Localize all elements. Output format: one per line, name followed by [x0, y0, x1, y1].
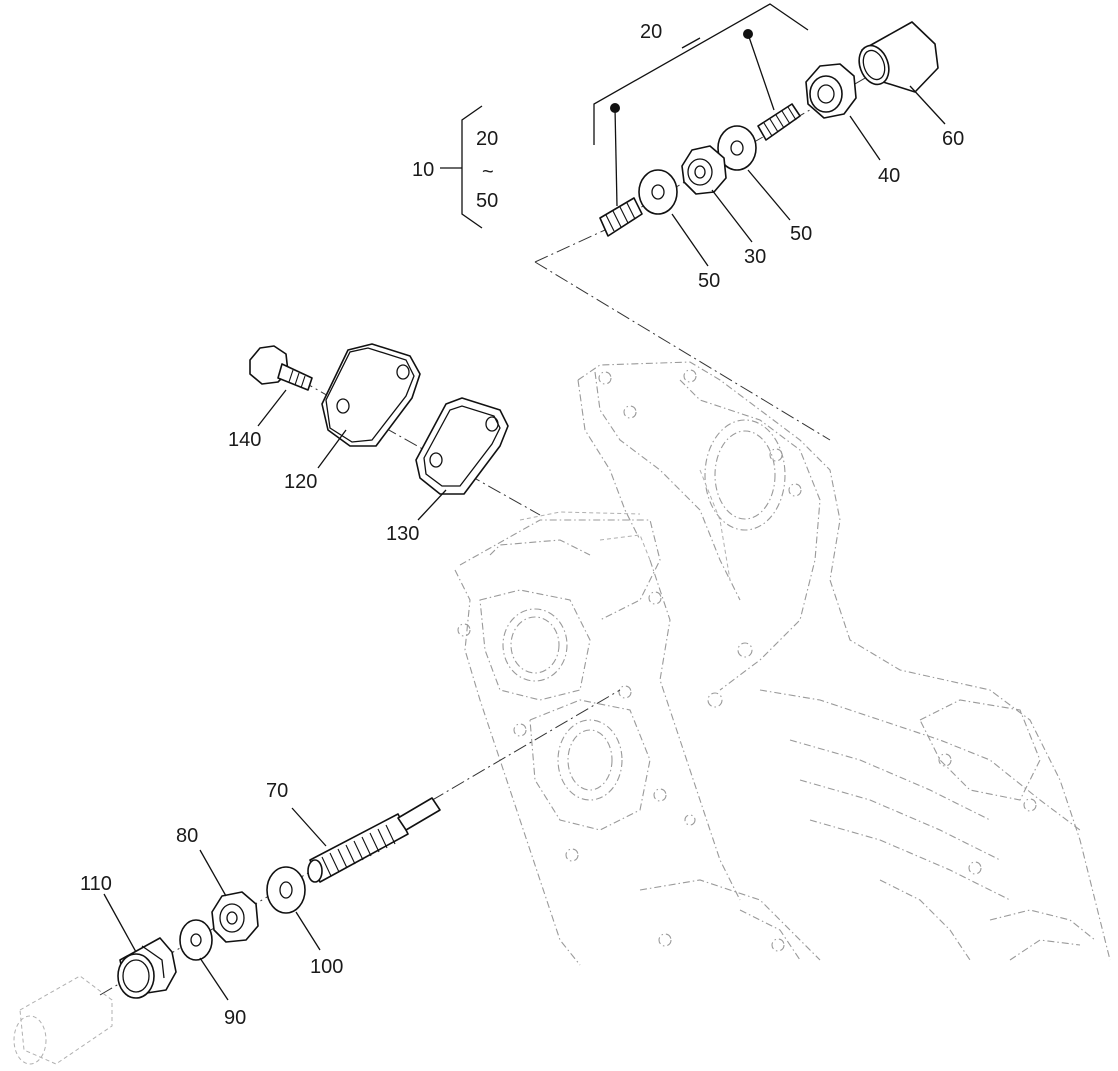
part-110-cap [103, 893, 177, 999]
assembly-centerlines [99, 57, 901, 996]
callout-20: 20 [640, 21, 662, 43]
part-20-adjust-screw-lower [599, 197, 643, 237]
part-20-adjust-screw-upper [757, 103, 801, 141]
callout-labels: 10 20 ~ 50 20 60 40 50 30 50 140 120 130… [80, 21, 964, 1029]
range-bracket-10 [440, 105, 483, 229]
callout-80: 80 [176, 825, 198, 847]
callout-140: 140 [228, 429, 261, 451]
callout-130: 130 [386, 523, 419, 545]
part-120-cover-plate [317, 343, 421, 469]
part-40-cap-nut [805, 63, 857, 119]
callout-120: 120 [284, 471, 317, 493]
callout-60: 60 [942, 128, 964, 150]
callout-110: 110 [80, 873, 112, 895]
callout-70: 70 [266, 780, 288, 802]
callout-100: 100 [310, 956, 343, 978]
callout-10-range-tilde: ~ [482, 161, 494, 183]
part-50-washer-lower [638, 169, 678, 215]
part-90-washer [179, 919, 229, 1001]
upper-leaders [671, 85, 946, 267]
callout-50-upper: 50 [790, 223, 812, 245]
part-50-washer-upper [717, 125, 757, 171]
callout-90: 90 [224, 1007, 246, 1029]
part-60-cap [858, 21, 939, 93]
part-140-bolt [249, 345, 313, 427]
group-20-bracket [593, 3, 809, 207]
callout-30: 30 [744, 246, 766, 268]
part-70-adjust-screw [291, 797, 441, 883]
part-100-washer [266, 866, 321, 951]
callout-50-lower: 50 [698, 270, 720, 292]
callout-10-range-end: 50 [476, 190, 498, 212]
part-130-gasket [415, 397, 509, 521]
part-30-lock-nut [681, 145, 727, 195]
part-80-lock-nut [199, 849, 259, 943]
callout-10-range-start: 20 [476, 128, 498, 150]
engine-housing-phantom [454, 361, 1111, 966]
callout-10: 10 [412, 159, 434, 181]
callout-40: 40 [878, 165, 900, 187]
part-phantom-cap [13, 975, 113, 1065]
